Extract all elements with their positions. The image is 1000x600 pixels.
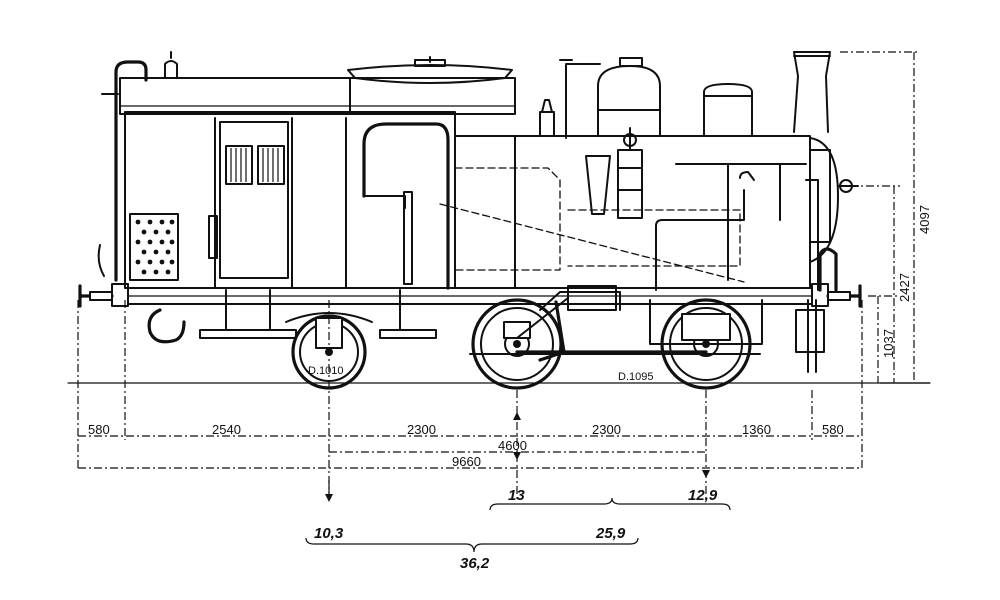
rear-step <box>795 309 825 353</box>
roof <box>119 77 516 115</box>
door-window-right <box>257 145 285 185</box>
sliding-door <box>219 121 289 279</box>
dimension-lines <box>77 51 930 502</box>
front-handrail <box>114 60 148 282</box>
total-load-brace <box>305 537 639 553</box>
roof-dome <box>347 64 513 84</box>
rear-handrail <box>818 247 838 292</box>
axle-load-1: 10,3 <box>314 525 344 542</box>
axle-load-braces <box>305 497 731 553</box>
air-pump <box>617 127 643 219</box>
carrying-wheel-diameter-label: D.1010 <box>308 365 343 377</box>
dim-axle3-to-end: 1360 <box>742 422 771 437</box>
axle-load-coupled-sum: 25,9 <box>595 525 626 542</box>
axle-load-total: 36,2 <box>460 555 490 572</box>
connecting-rod <box>516 297 569 339</box>
door-handle <box>208 215 218 259</box>
dim-axle2-axle3: 2300 <box>592 422 621 437</box>
dim-front-overhang: 580 <box>88 422 110 437</box>
dim-axle1-axle2: 2300 <box>407 422 436 437</box>
roof-lamp <box>164 60 178 79</box>
regulator-rod <box>565 63 601 139</box>
steam-dome <box>597 65 661 137</box>
vent-holes <box>135 219 175 275</box>
dim-wheelbase: 4600 <box>498 438 527 453</box>
vent-grille <box>129 213 179 281</box>
cab-handrail <box>403 191 413 285</box>
smokebox-front <box>809 137 839 263</box>
boiler-body <box>454 135 811 289</box>
locomotive-outline <box>67 51 931 384</box>
right-buffer <box>826 284 862 308</box>
driving-wheel-diameter-label: D.1095 <box>618 371 653 383</box>
chimney <box>793 51 831 133</box>
driving-axle-2 <box>471 298 566 390</box>
sand-box <box>585 155 611 215</box>
dim-boiler-axis-height: 2427 <box>897 273 912 302</box>
left-buffer <box>78 284 114 308</box>
front-coupling <box>147 308 186 344</box>
axle-load-3: 12,9 <box>688 487 718 504</box>
coupled-axles-brace <box>489 497 731 511</box>
door-window-left <box>225 145 253 185</box>
safety-valve <box>539 111 555 137</box>
axle-load-2: 13 <box>508 487 525 504</box>
sand-dome <box>703 83 753 137</box>
dim-buffer-height: 1037 <box>881 329 896 358</box>
feed-pipe <box>655 189 745 291</box>
dim-front-to-axle1: 2540 <box>212 422 241 437</box>
dim-overall-length: 9660 <box>452 454 481 469</box>
dim-rear-overhang: 580 <box>822 422 844 437</box>
cab-window-opening <box>362 122 450 290</box>
cylinder <box>567 285 617 311</box>
driving-wheel-2 <box>471 298 563 390</box>
driving-axle-3: D.1095 <box>618 298 763 390</box>
dim-total-height: 4097 <box>917 205 932 234</box>
axle-box-3 <box>681 313 731 341</box>
